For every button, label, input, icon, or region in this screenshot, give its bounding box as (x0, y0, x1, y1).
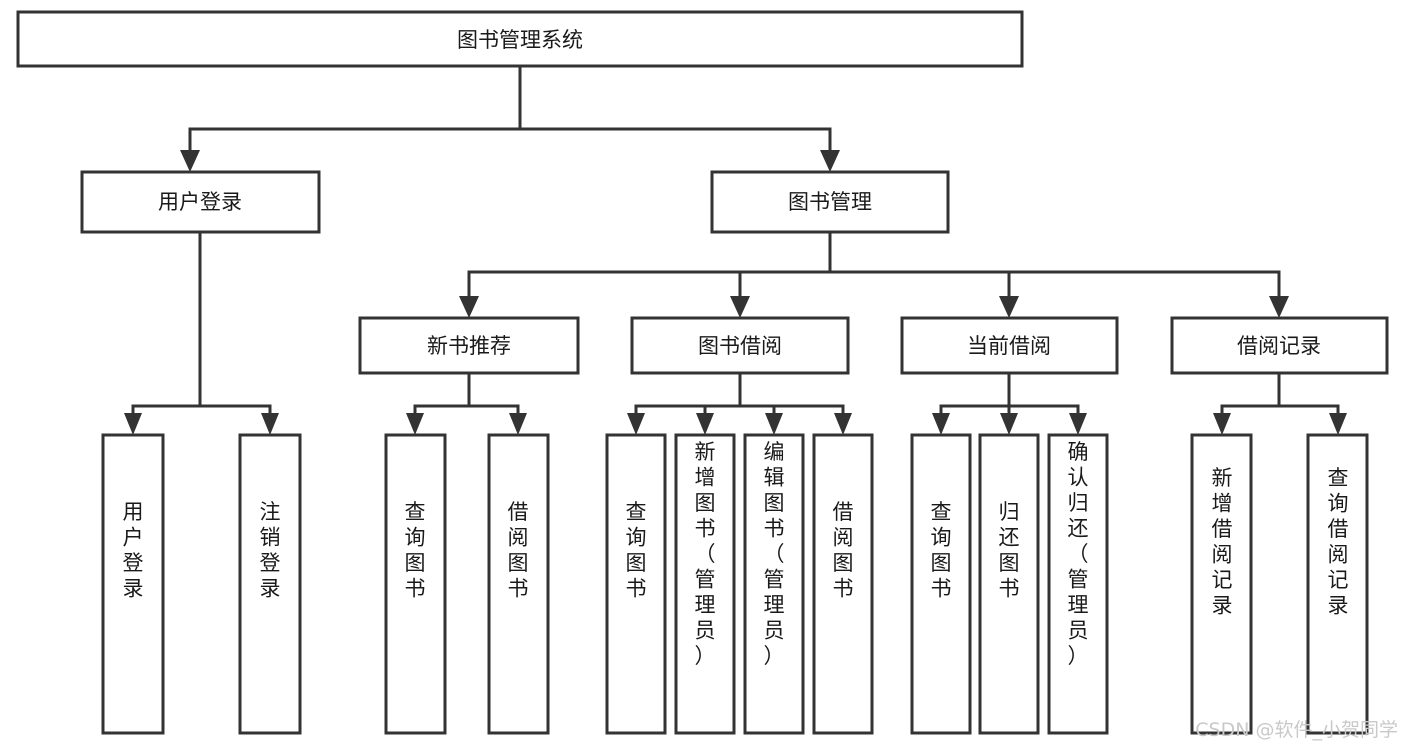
node-root-label: 图书管理系统 (457, 28, 583, 52)
leaf-return-book-box[interactable] (978, 433, 1040, 735)
arrow-head-leaf-query-book-2 (627, 413, 645, 435)
node-current-borrow-label: 当前借阅 (967, 334, 1051, 358)
arrow-head-leaf-query-book-1 (406, 413, 424, 435)
arrow-head-leaf-borrow-book-1 (509, 413, 527, 435)
arrow-head-leaf-borrow-book-2 (834, 413, 852, 435)
leaf-query-book-2[interactable]: 查询图书 (605, 433, 667, 735)
node-book-borrow-label: 图书借阅 (698, 334, 782, 358)
leaf-borrow-book-1-box[interactable] (487, 433, 550, 735)
leaf-confirm-return[interactable]: 确认归还（管理员） (1047, 433, 1109, 735)
node-borrow-record-label: 借阅记录 (1237, 334, 1321, 358)
node-borrow-record[interactable]: 借阅记录 (1170, 316, 1389, 375)
node-new-book-recommend[interactable]: 新书推荐 (358, 316, 580, 375)
connector-group-book-borrow (627, 371, 852, 435)
leaf-query-record-box[interactable] (1306, 433, 1369, 735)
leaf-borrow-book-2-box[interactable] (812, 433, 874, 735)
leaf-add-book-box[interactable] (674, 433, 736, 735)
connector-group-borrow-record (1213, 371, 1347, 435)
arrow-head-book-borrow (730, 296, 750, 318)
leaf-add-book-label: 新增图书（管理员） (695, 440, 716, 668)
node-current-borrow-box[interactable] (900, 316, 1119, 375)
node-book-management[interactable]: 图书管理 (710, 170, 950, 234)
arrow-head-leaf-user-logout (261, 413, 279, 435)
node-root-box[interactable] (16, 10, 1024, 68)
connector-group-current-borrow (932, 371, 1087, 435)
leaf-edit-book-label: 编辑图书（管理员） (764, 440, 785, 668)
connector-group-book-management (459, 230, 1289, 318)
node-new-book-recommend-box[interactable] (358, 316, 580, 375)
leaf-borrow-book-1[interactable]: 借阅图书 (487, 433, 550, 735)
arrow-head-current-borrow (999, 296, 1019, 318)
arrow-head-leaf-confirm-return (1069, 413, 1087, 435)
node-user-login-box[interactable] (80, 170, 321, 234)
node-book-management-box[interactable] (710, 170, 950, 234)
leaf-user-logout[interactable]: 注销登录 (238, 433, 302, 735)
leaf-query-record-label: 查询借阅记录 (1328, 466, 1349, 618)
arrow-head-leaf-add-book (696, 413, 714, 435)
arrow-head-user-login (180, 150, 200, 172)
leaf-borrow-book-2[interactable]: 借阅图书 (812, 433, 874, 735)
leaf-query-record[interactable]: 查询借阅记录 (1306, 433, 1369, 735)
leaf-user-login-label: 用户登录 (123, 500, 144, 601)
arrow-head-leaf-edit-book (765, 413, 783, 435)
node-user-login-label: 用户登录 (158, 190, 242, 214)
node-new-book-recommend-label: 新书推荐 (427, 334, 511, 358)
leaf-query-book-3-box[interactable] (910, 433, 972, 735)
leaf-query-book-3-label: 查询图书 (931, 500, 952, 601)
arrow-head-leaf-query-book-3 (932, 413, 950, 435)
leaf-edit-book[interactable]: 编辑图书（管理员） (743, 433, 805, 735)
node-book-borrow[interactable]: 图书借阅 (630, 316, 850, 375)
leaf-return-book-label: 归还图书 (999, 500, 1020, 601)
leaf-query-book-3[interactable]: 查询图书 (910, 433, 972, 735)
leaf-add-record-label: 新增借阅记录 (1212, 466, 1233, 618)
leaf-user-login-box[interactable] (101, 433, 165, 735)
leaf-query-book-2-box[interactable] (605, 433, 667, 735)
arrow-head-new-book-recommend (459, 296, 479, 318)
node-borrow-record-box[interactable] (1170, 316, 1389, 375)
node-root[interactable]: 图书管理系统 (16, 10, 1024, 68)
connector-group-root (180, 64, 840, 172)
connector-group-user-login (124, 230, 279, 435)
leaf-edit-book-box[interactable] (743, 433, 805, 735)
leaf-borrow-book-1-label: 借阅图书 (508, 500, 529, 601)
leaf-add-book[interactable]: 新增图书（管理员） (674, 433, 736, 735)
node-current-borrow[interactable]: 当前借阅 (900, 316, 1119, 375)
arrow-head-leaf-query-record (1329, 413, 1347, 435)
node-book-borrow-box[interactable] (630, 316, 850, 375)
csdn-watermark: CSDN @软件_小贺同学 (1195, 719, 1398, 741)
arrow-head-leaf-add-record (1213, 413, 1231, 435)
leaf-user-login[interactable]: 用户登录 (101, 433, 165, 735)
leaf-query-book-1[interactable]: 查询图书 (384, 433, 447, 735)
leaf-add-record[interactable]: 新增借阅记录 (1190, 433, 1253, 735)
leaf-borrow-book-2-label: 借阅图书 (833, 500, 854, 601)
arrow-head-leaf-user-login (124, 413, 142, 435)
arrow-head-borrow-record (1269, 296, 1289, 318)
arrow-head-book-management (820, 150, 840, 172)
node-user-login[interactable]: 用户登录 (80, 170, 321, 234)
leaf-confirm-return-label: 确认归还（管理员） (1068, 440, 1089, 668)
leaf-query-book-1-label: 查询图书 (405, 500, 426, 601)
leaf-query-book-1-box[interactable] (384, 433, 447, 735)
arrow-head-leaf-return-book (1000, 413, 1018, 435)
leaf-user-logout-label: 注销登录 (260, 500, 281, 601)
leaf-user-logout-box[interactable] (238, 433, 302, 735)
node-book-management-label: 图书管理 (788, 190, 872, 214)
connector-group-new-book-recommend (406, 371, 527, 435)
leaf-confirm-return-box[interactable] (1047, 433, 1109, 735)
leaf-query-book-2-label: 查询图书 (626, 500, 647, 601)
leaf-return-book[interactable]: 归还图书 (978, 433, 1040, 735)
leaf-add-record-box[interactable] (1190, 433, 1253, 735)
